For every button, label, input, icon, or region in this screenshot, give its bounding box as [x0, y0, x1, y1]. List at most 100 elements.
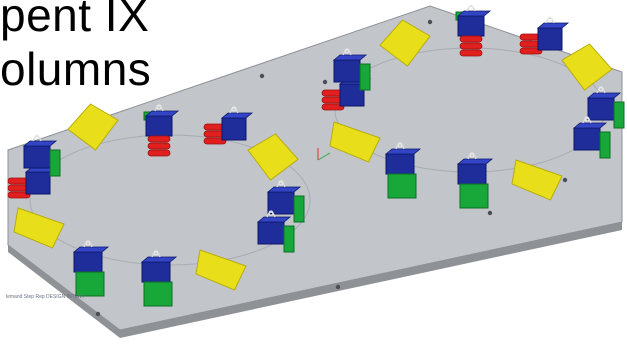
base-block [25, 171, 51, 195]
plate-hole [487, 210, 493, 216]
base-block [141, 261, 171, 283]
spring-clip [596, 87, 606, 94]
spring-clip [466, 5, 476, 12]
yellow-ramp-plate [329, 121, 381, 163]
module-red-side [519, 16, 570, 55]
base-block-top [144, 110, 180, 117]
slide-title-line-2: olumns [0, 43, 152, 95]
spring-clip [32, 135, 42, 142]
spring-clip [545, 17, 555, 24]
module-blue-green [140, 250, 178, 307]
module-blue-side-green [586, 86, 625, 129]
module-yellow-wedge [379, 19, 431, 67]
base-block-top [256, 216, 292, 223]
spring-clip [395, 143, 405, 150]
base-block [333, 59, 361, 83]
green-plate [613, 101, 625, 129]
yellow-plate [247, 133, 299, 181]
base-block-top [140, 256, 178, 263]
base-block-top [586, 92, 622, 99]
red-cylinder [459, 42, 483, 50]
yellow-ramp-plate [511, 159, 563, 201]
plate-hole [562, 177, 568, 183]
red-cylinder [519, 47, 543, 55]
axis-triad [317, 148, 331, 161]
base-block-top [332, 54, 368, 61]
module-blue-side-green [256, 210, 295, 253]
red-cylinder [147, 142, 171, 150]
red-cylinder [147, 149, 171, 157]
spring-coil [344, 48, 350, 54]
green-plate [75, 271, 105, 297]
yellow-ramp-plate [195, 249, 247, 291]
module-blue-green [456, 152, 494, 209]
spring-clip [276, 181, 286, 188]
spring-coil [85, 240, 91, 246]
base-block-top [220, 112, 254, 119]
module-blue-side-green [22, 134, 61, 177]
base-block-top [536, 22, 570, 29]
base-block-top [22, 140, 58, 147]
module-yellow-ramp [329, 121, 381, 163]
base-block [457, 163, 487, 185]
spring-coil [278, 180, 284, 186]
module-yellow-wedge-flip [561, 43, 613, 91]
module-yellow-ramp [511, 159, 563, 201]
yellow-plate [379, 19, 431, 67]
spring-clip [342, 49, 352, 56]
spring-coil [268, 210, 274, 216]
base-block [457, 15, 485, 37]
plate-hole [322, 79, 328, 85]
spring-coil [469, 152, 475, 158]
base-block-top [72, 246, 110, 253]
base-block-top [384, 148, 422, 155]
slide-title-line-1: pent IX [0, 0, 150, 41]
module-blue-green [384, 142, 422, 199]
yellow-plate [561, 43, 613, 91]
module-blue-side-green [332, 48, 371, 91]
red-cylinder [7, 191, 31, 199]
module-blue-green [72, 240, 110, 297]
spring-coil [547, 16, 553, 22]
spring-coil [598, 86, 604, 92]
plate-hole [335, 284, 341, 290]
base-block [537, 27, 563, 51]
spring-coil [153, 250, 159, 256]
spring-clip [151, 251, 161, 258]
yellow-ramp-plate [13, 207, 65, 249]
spring-coil [34, 134, 40, 140]
green-plate [49, 149, 61, 177]
module-blue-side-green [266, 180, 305, 223]
module-yellow-wedge [67, 103, 119, 151]
base-block [145, 115, 173, 137]
green-plate [459, 183, 489, 209]
base-block-top [456, 10, 492, 17]
plate-hole [95, 311, 101, 317]
green-plate [283, 225, 295, 253]
spring-coil [231, 106, 237, 112]
base-block-top [572, 122, 608, 129]
spring-clip [266, 211, 276, 218]
red-cylinder [459, 35, 483, 43]
module-blue-red [143, 104, 180, 157]
module-yellow-ramp [13, 207, 65, 249]
green-plate [293, 195, 305, 223]
green-plate [359, 63, 371, 91]
red-cylinder [147, 135, 171, 143]
module-blue-red [455, 4, 492, 57]
red-cylinder [321, 103, 345, 111]
green-plate [143, 281, 173, 307]
spring-coil [397, 142, 403, 148]
spring-clip [467, 153, 477, 160]
base-block [257, 221, 285, 245]
plate-hole [427, 19, 433, 25]
base-block [23, 145, 51, 169]
spring-coil [584, 116, 590, 122]
spring-clip [154, 105, 164, 112]
plate-top [7, 5, 623, 331]
red-cylinder [459, 49, 483, 57]
spring-clip [582, 117, 592, 124]
module-blue-side-green [572, 116, 611, 159]
